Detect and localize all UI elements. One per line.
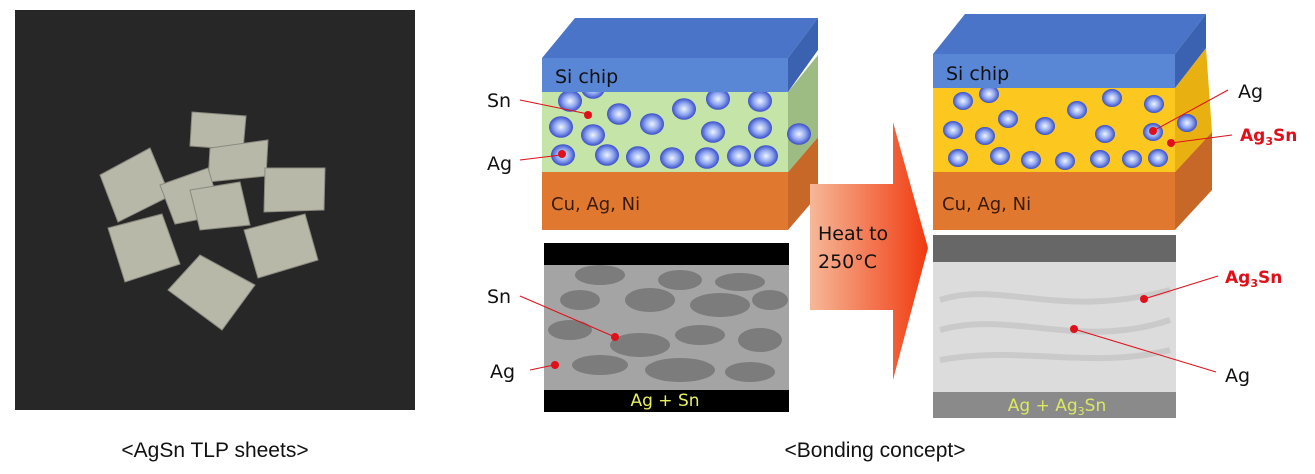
ag-particle — [1055, 152, 1075, 170]
schematic-before: Si chip Cu, Ag, Ni — [542, 18, 818, 230]
ag-particle — [953, 92, 973, 110]
ag-particle — [1035, 117, 1055, 135]
sn-region — [575, 265, 625, 285]
sn-region — [625, 288, 675, 312]
sn-region — [752, 290, 788, 310]
before-callouts: Sn Ag — [487, 90, 592, 175]
ag-particle — [1102, 89, 1122, 107]
ag-particle — [640, 113, 664, 135]
ag-particle — [607, 103, 631, 125]
ag-particle — [701, 121, 725, 143]
ag-particle — [626, 146, 650, 168]
sem-after: Ag3Sn Ag Ag + Ag3Sn — [933, 235, 1282, 418]
ag-particle — [943, 121, 963, 139]
sem-caption-after: Ag + Ag3Sn — [1008, 396, 1106, 418]
label-sn: Sn — [487, 90, 511, 112]
ag-particle — [549, 116, 573, 138]
ag-particle — [595, 144, 619, 166]
ag-particle — [948, 149, 968, 167]
ag-particles — [549, 77, 811, 169]
agsn-sheets-photo — [15, 10, 415, 410]
photo-caption: <AgSn TLP sheets> — [121, 439, 308, 462]
si-chip-layer — [542, 58, 788, 92]
sn-region — [645, 358, 715, 382]
sn-region — [715, 273, 765, 291]
sn-region — [675, 325, 725, 345]
substrate-label: Cu, Ag, Ni — [551, 194, 640, 215]
after-callouts: Ag Ag3Sn — [1149, 81, 1297, 148]
sn-region — [610, 333, 670, 357]
ag-particle — [706, 88, 730, 110]
arrow-text-2: 250°C — [818, 251, 877, 273]
ag-particle — [727, 145, 751, 167]
sn-region — [738, 328, 782, 352]
ag-particle — [1095, 125, 1115, 143]
sem-label-ag-after: Ag — [1225, 365, 1250, 387]
heat-arrow: Heat to 250°C — [810, 122, 928, 380]
sn-region — [658, 270, 702, 290]
si-chip-label: Si chip — [555, 66, 618, 88]
ag-particle — [1148, 149, 1168, 167]
arrow-text-1: Heat to — [818, 223, 888, 245]
sn-region — [690, 293, 750, 317]
ag-particle — [1067, 101, 1087, 119]
ag-particle — [748, 117, 772, 139]
sem-before: Sn Ag Ag + Sn — [487, 243, 789, 412]
ag-particle — [558, 90, 582, 112]
sem-label-sn: Sn — [487, 286, 511, 308]
si-chip-label-after: Si chip — [946, 63, 1009, 85]
ag-particle — [695, 147, 719, 169]
ag-marker — [558, 150, 566, 158]
ag-particle — [754, 145, 778, 167]
ag-particle — [979, 85, 999, 103]
ag-particle — [581, 124, 605, 146]
ag-particle — [1177, 114, 1197, 132]
concept-caption: <Bonding concept> — [785, 439, 966, 462]
substrate-layer-after — [933, 172, 1175, 230]
sn-region — [725, 362, 775, 382]
ag-particle — [748, 90, 772, 112]
ag-particle — [1144, 95, 1164, 113]
si-chip-layer-after — [933, 54, 1175, 88]
sn-region — [548, 320, 592, 340]
ag-particles-after — [943, 85, 1197, 170]
ag-particle — [672, 98, 696, 120]
label-ag-after: Ag — [1238, 81, 1263, 103]
substrate-label-after: Cu, Ag, Ni — [942, 194, 1031, 215]
ag-particle — [660, 147, 684, 169]
ag-particle — [1122, 150, 1142, 168]
sem-caption-before: Ag + Sn — [630, 391, 699, 411]
sem-label-ag: Ag — [490, 361, 515, 383]
ag-particle — [1090, 150, 1110, 168]
sn-marker — [584, 111, 592, 119]
sn-region — [560, 290, 600, 310]
ag-particle — [787, 123, 811, 145]
label-ag3sn: Ag3Sn — [1240, 126, 1297, 148]
ag-particle — [975, 127, 995, 145]
schematic-after: Si chip Cu, Ag, Ni — [933, 14, 1212, 230]
substrate-layer — [542, 172, 788, 230]
ag-particle — [1021, 151, 1041, 169]
ag-particle — [998, 110, 1018, 128]
label-ag: Ag — [487, 153, 512, 175]
sn-region — [572, 355, 628, 375]
ag-particle — [990, 147, 1010, 165]
sem-label-ag3sn: Ag3Sn — [1225, 268, 1282, 290]
